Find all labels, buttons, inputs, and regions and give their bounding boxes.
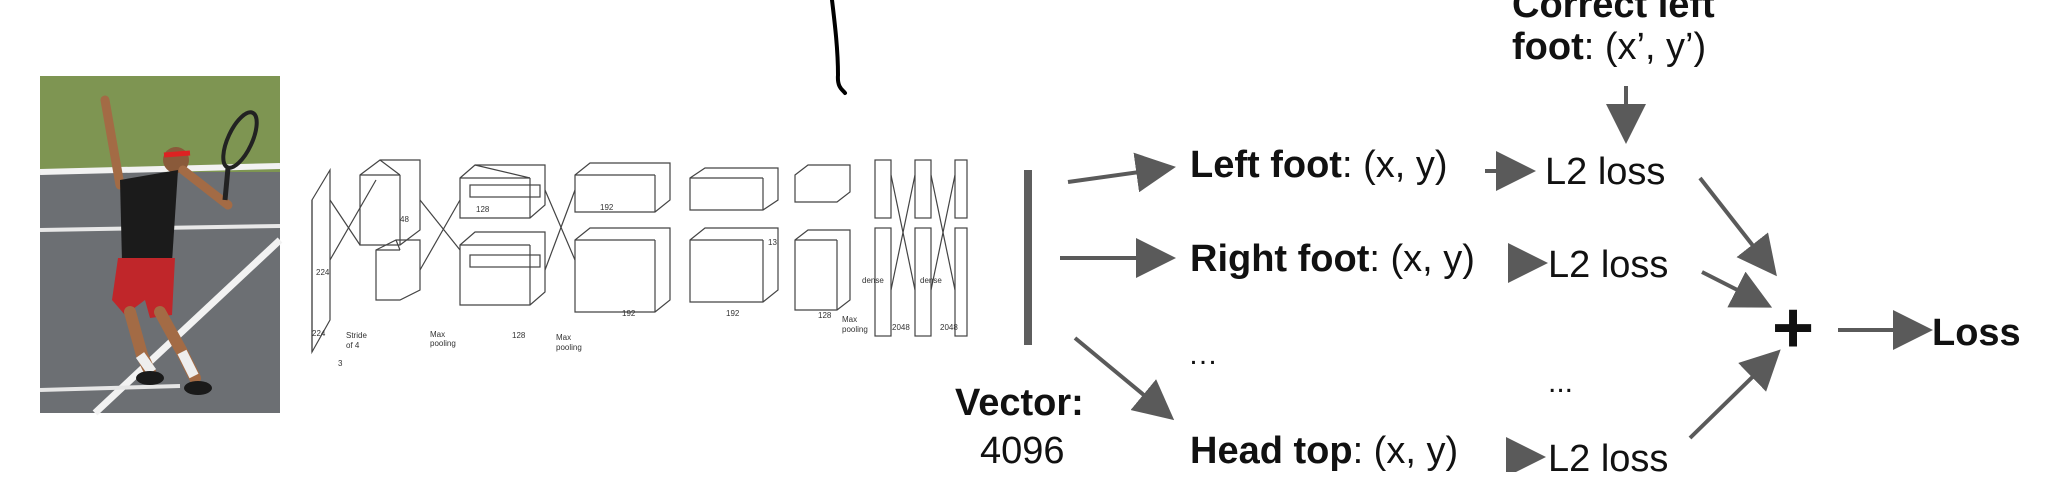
network-label-dense1: dense <box>862 276 884 285</box>
network-label-n224a: 224 <box>312 329 326 338</box>
cnn-architecture-sketch <box>311 159 968 355</box>
output-head-top-name: Head top <box>1190 430 1353 472</box>
output-left-foot-name: Left foot <box>1190 144 1342 186</box>
output-left-foot-coords: : (x, y) <box>1341 144 1448 186</box>
total-loss: Loss <box>1932 312 2021 354</box>
network-label-pool3b: pooling <box>842 325 868 334</box>
network-label-n2048a: 2048 <box>892 323 910 332</box>
network-label-n128a: 128 <box>476 205 490 214</box>
network-label-pool1b: pooling <box>430 339 456 348</box>
arrow-to-left-foot <box>1067 152 1176 193</box>
handwritten-pen-stroke <box>830 0 847 95</box>
network-label-stride: Stride <box>346 331 367 340</box>
network-label-n13: 13 <box>768 238 777 247</box>
ground-truth-part: foot <box>1512 26 1584 68</box>
output-right-foot: Right foot: (x, y) <box>1190 240 1475 278</box>
network-label-n2048b: 2048 <box>940 323 958 332</box>
vector-size: 4096 <box>980 430 1065 472</box>
network-label-of4: of 4 <box>346 341 360 350</box>
output-head-top: Head top: (x, y) <box>1190 432 1458 470</box>
network-label-pool1: Max <box>430 330 445 339</box>
arrow-loss1-plus <box>1698 176 1777 277</box>
network-label-n224b: 224 <box>316 268 330 277</box>
ground-truth-line1: Correct left <box>1512 0 1715 26</box>
loss-left-foot: L2 loss <box>1545 151 1666 193</box>
output-head-top-coords: : (x, y) <box>1352 430 1459 472</box>
output-right-foot-name: Right foot <box>1190 238 1370 280</box>
ground-truth-coords: : (x’, y’) <box>1583 26 1707 68</box>
network-label-n192a: 192 <box>600 203 614 212</box>
output-left-foot: Left foot: (x, y) <box>1190 146 1448 184</box>
arrow-loss2-plus <box>1701 270 1773 308</box>
vector-title: Vector: <box>955 382 1084 424</box>
network-label-n128c: 128 <box>818 311 832 320</box>
loss-head-top: L2 loss <box>1548 438 1669 480</box>
network-label-n3: 3 <box>338 359 343 368</box>
input-photo <box>39 76 283 416</box>
ground-truth-line2: foot: (x’, y’) <box>1512 28 1706 66</box>
network-label-n192b: 192 <box>622 309 636 318</box>
vector-bar <box>1024 170 1032 345</box>
output-ellipsis: … <box>1188 338 1218 371</box>
network-label-pool3: Max <box>842 315 857 324</box>
network-label-n192c: 192 <box>726 309 740 318</box>
plus-icon: + <box>1772 288 1815 368</box>
arrow-loss4-plus <box>1688 349 1781 440</box>
loss-right-foot: L2 loss <box>1548 244 1669 286</box>
loss-ellipsis: ... <box>1548 366 1574 399</box>
output-right-foot-coords: : (x, y) <box>1369 238 1475 280</box>
arrow-to-head-top <box>1073 336 1175 421</box>
network-label-pool2: Max <box>556 333 571 342</box>
network-label-pool2b: pooling <box>556 343 582 352</box>
flow-arrows <box>1060 86 1933 472</box>
network-label-n128b: 128 <box>512 331 526 340</box>
network-label-n48: 48 <box>400 215 409 224</box>
network-label-dense2: dense <box>920 276 942 285</box>
